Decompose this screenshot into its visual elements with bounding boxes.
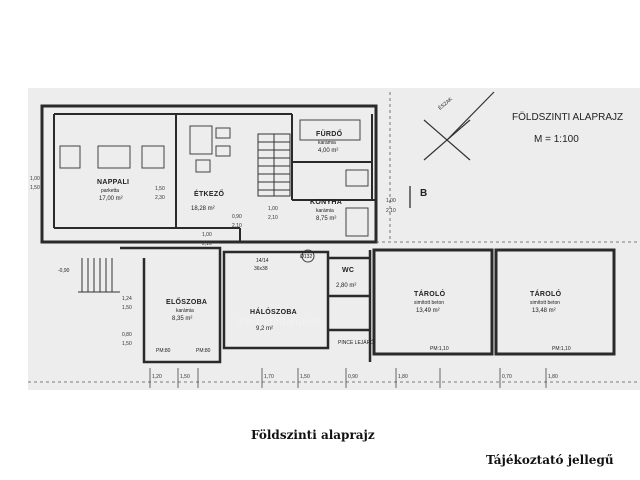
room-name: HÁLÓSZOBA bbox=[250, 307, 297, 316]
door-label-pm80-b: PM:80 bbox=[196, 348, 211, 354]
room-area: 13,49 m² bbox=[416, 308, 440, 314]
room-material: karámia bbox=[316, 208, 334, 214]
room-area: 2,80 m² bbox=[336, 283, 356, 289]
room-material: simított beton bbox=[530, 300, 560, 306]
dim-label: 1,50 bbox=[300, 374, 310, 380]
room-wc: WC 2,80 m² bbox=[336, 267, 356, 289]
dim-label: 1,70 bbox=[264, 374, 274, 380]
plan-paper bbox=[28, 88, 640, 390]
caption-note: Tájékoztató jellegű bbox=[486, 453, 614, 467]
room-area: 8,35 m² bbox=[172, 316, 192, 322]
pince-lejaro-label: PINCE LEJÁRÓ bbox=[338, 339, 374, 346]
storage-walls bbox=[372, 248, 616, 356]
room-area: 9,2 m² bbox=[256, 326, 273, 332]
section-marker: B bbox=[420, 188, 427, 199]
room-name: WC bbox=[342, 267, 354, 274]
dim-label: 1,00 bbox=[30, 176, 40, 182]
room-name: ELŐSZOBA bbox=[166, 297, 207, 306]
door-label-pm110-b: PM:1,10 bbox=[552, 346, 571, 352]
dim-label: 2,10 bbox=[232, 223, 242, 229]
dim-label: 0,90 bbox=[232, 214, 242, 220]
furniture bbox=[59, 119, 369, 263]
room-eloszoba: ELŐSZOBA karámia 8,35 m² bbox=[166, 297, 207, 322]
dim-label: 1,00 bbox=[268, 206, 278, 212]
room-area: 8,75 m² bbox=[316, 216, 336, 222]
dim-label: 1,20 bbox=[152, 374, 162, 380]
dim-label: 1,24 bbox=[122, 296, 132, 302]
elevation-label: -0,90 bbox=[58, 268, 70, 274]
dim-label: 1,50 bbox=[122, 305, 132, 311]
upper-interior-walls bbox=[53, 113, 376, 242]
caption-main: Földszinti alaprajz bbox=[251, 428, 375, 442]
dim-label: 2,30 bbox=[155, 195, 165, 201]
room-material: parketta bbox=[101, 188, 119, 194]
room-name: ÉTKEZŐ bbox=[194, 189, 224, 198]
dimension-ticks bbox=[149, 368, 547, 388]
dim-label: 1,50 bbox=[122, 341, 132, 347]
dim-label: 1,50 bbox=[180, 374, 190, 380]
door-label-pm80-a: PM:80 bbox=[156, 348, 171, 354]
boundary-lines bbox=[28, 92, 640, 383]
north-arrow-icon bbox=[423, 91, 495, 161]
dim-label: 2,10 bbox=[386, 208, 396, 214]
window-label-b: 36x38 bbox=[254, 266, 268, 272]
dim-label: 1,00 bbox=[202, 232, 212, 238]
lower-left-walls bbox=[120, 246, 372, 364]
room-name: NAPPALI bbox=[97, 179, 129, 186]
watermark: otp Ingatlanpont bbox=[236, 316, 322, 328]
dim-label: 1,50 bbox=[155, 186, 165, 192]
room-furdo: FÜRDŐ karámia 4,00 m² bbox=[316, 129, 343, 154]
window-label-a: 14/14 bbox=[256, 258, 269, 264]
dim-label: 1,80 bbox=[548, 374, 558, 380]
interior-stairs bbox=[257, 133, 291, 197]
dim-label: 2,10 bbox=[202, 241, 212, 247]
room-tarolo-1: TÁROLÓ simított beton 13,49 m² bbox=[414, 289, 446, 314]
room-nappali: NAPPALI parketta 17,00 m² bbox=[97, 179, 129, 202]
room-area: 13,48 m² bbox=[532, 308, 556, 314]
plan-title: FÖLDSZINTI ALAPRAJZ bbox=[512, 111, 623, 123]
room-name: KONYHA bbox=[310, 199, 342, 206]
room-material: simított beton bbox=[414, 300, 444, 306]
room-material: karámia bbox=[176, 308, 194, 314]
entrance-stairs bbox=[78, 258, 120, 293]
room-material: karámia bbox=[318, 140, 336, 146]
floor-plan-drawing: ÉSZAK FÖLDSZINTI ALAPRAJZ M = 1:100 B ot… bbox=[28, 88, 640, 390]
room-area: 4,00 m² bbox=[318, 148, 338, 154]
plan-scale: M = 1:100 bbox=[534, 134, 579, 145]
dim-label: 1,80 bbox=[398, 374, 408, 380]
dim-label: 0,80 bbox=[122, 332, 132, 338]
dim-label: 0,70 bbox=[502, 374, 512, 380]
upper-wing-walls bbox=[40, 104, 378, 244]
room-haloszoba: HÁLÓSZOBA 9,2 m² bbox=[250, 307, 297, 332]
dim-label: 2,10 bbox=[268, 215, 278, 221]
room-konyha: KONYHA karámia 8,75 m² bbox=[310, 199, 342, 222]
room-etkezo: ÉTKEZŐ 18,28 m² bbox=[191, 189, 224, 212]
room-name: TÁROLÓ bbox=[414, 289, 446, 298]
room-name: TÁROLÓ bbox=[530, 289, 562, 298]
room-area: 18,28 m² bbox=[191, 206, 215, 212]
chimney-label: Ø132 bbox=[300, 254, 312, 260]
door-label-pm110-a: PM:1,10 bbox=[430, 346, 449, 352]
dim-label: 1,00 bbox=[386, 198, 396, 204]
dim-label: 1,50 bbox=[30, 185, 40, 191]
room-area: 17,00 m² bbox=[99, 196, 123, 202]
room-name: FÜRDŐ bbox=[316, 129, 343, 138]
dim-label: 0,90 bbox=[348, 374, 358, 380]
room-tarolo-2: TÁROLÓ simított beton 13,48 m² bbox=[530, 289, 562, 314]
